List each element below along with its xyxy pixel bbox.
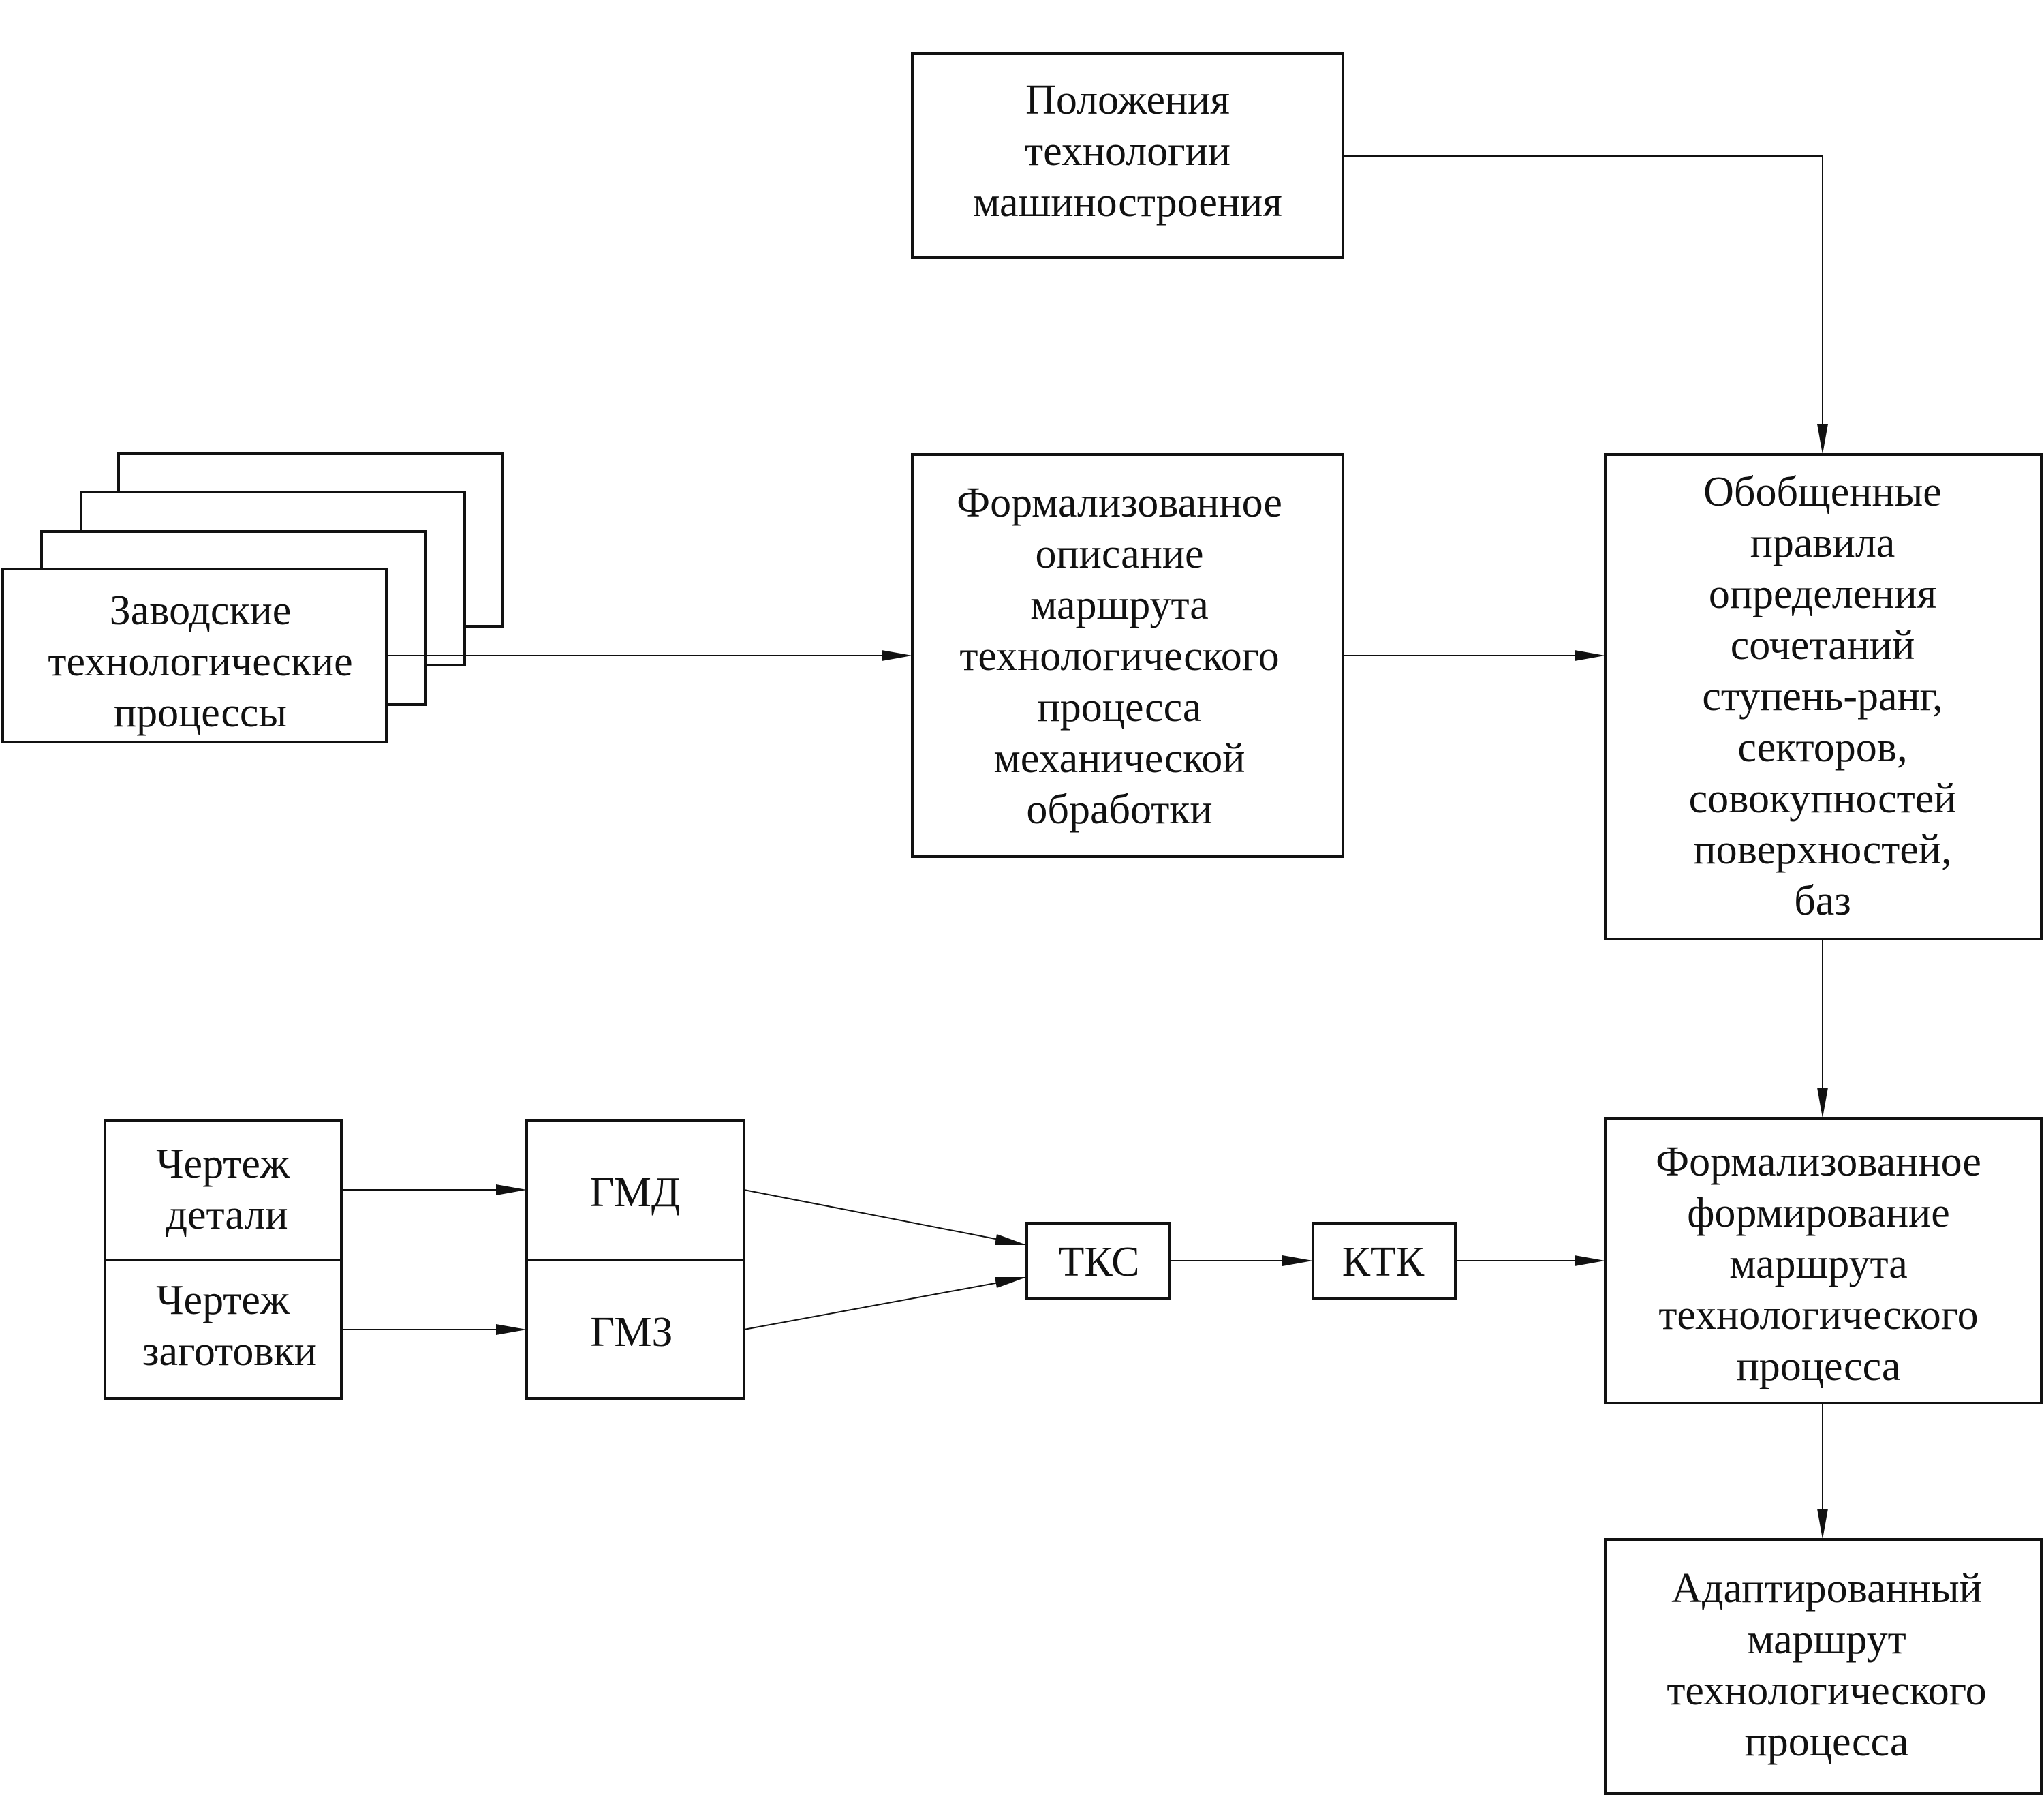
generalized-rules-node: Обобщенные правила определения сочетаний… <box>1604 453 2043 940</box>
formal-formation-line-3: маршрута <box>1729 1241 1908 1287</box>
formal-description-line-5: процесса <box>1038 684 1202 731</box>
arrowhead <box>1817 1088 1828 1118</box>
plant-processes-stack: Заводские технологические процессы <box>1 452 504 743</box>
generalized-rules-line-8: поверхностей, <box>1693 827 1951 873</box>
generalized-rules-line-4: сочетаний <box>1731 622 1915 669</box>
generalized-rules-line-6: секторов, <box>1737 724 1907 771</box>
tks-node: ТКС <box>1025 1222 1171 1300</box>
formal-formation-line-4: технологического <box>1658 1292 1978 1338</box>
tks-label: ТКС <box>1058 1239 1139 1285</box>
arrowhead <box>1575 1255 1605 1266</box>
blank-drawing-line-2: заготовки <box>142 1328 317 1374</box>
generalized-rules-line-1: Обобщенные <box>1703 469 1942 515</box>
adapted-route-node: Адаптированный маршрут технологического … <box>1604 1538 2043 1795</box>
adapted-route-line-1: Адаптированный <box>1671 1565 1982 1612</box>
formal-description-line-3: маршрута <box>1030 582 1209 628</box>
formal-formation-node: Формализованное формирование маршрута те… <box>1604 1117 2043 1404</box>
connector-gmd-to-tks <box>743 1189 1000 1240</box>
gmd-label: ГМД <box>590 1169 680 1216</box>
engineering-principles-line-2: технологии <box>1025 128 1230 174</box>
engineering-principles-line-3: машиностроения <box>973 179 1282 226</box>
part-drawing-line-1: Чертеж <box>156 1141 290 1187</box>
generalized-rules-line-7: совокупностей <box>1689 775 1957 822</box>
generalized-rules-line-3: определения <box>1709 571 1936 617</box>
plant-processes-line-3: процессы <box>114 690 287 736</box>
gm-node: ГМД ГМЗ <box>525 1119 745 1400</box>
formal-description-line-4: технологического <box>959 633 1279 679</box>
formal-description-line-1: Формализованное <box>957 480 1282 526</box>
formal-description-line-6: механической <box>994 735 1245 782</box>
adapted-route-line-3: технологического <box>1667 1668 1986 1714</box>
arrowhead <box>882 650 912 661</box>
formal-description-line-7: обработки <box>1026 786 1212 833</box>
connector-principles-to-rules <box>1343 155 1823 426</box>
arrowhead <box>1282 1255 1313 1266</box>
generalized-rules-line-2: правила <box>1750 520 1895 566</box>
adapted-route-line-4: процесса <box>1745 1719 1909 1765</box>
blank-drawing-line-1: Чертеж <box>156 1277 290 1323</box>
arrowhead <box>995 1277 1027 1288</box>
generalized-rules-line-9: баз <box>1794 878 1851 924</box>
arrowhead <box>995 1234 1027 1245</box>
arrowhead <box>496 1184 527 1195</box>
formal-description-line-2: описание <box>1035 531 1203 577</box>
engineering-principles-node: Положения технологии машиностроения <box>911 52 1344 259</box>
ktk-node: КТК <box>1312 1222 1457 1300</box>
arrowhead <box>1817 424 1828 455</box>
adapted-route-line-2: маршрут <box>1747 1616 1906 1663</box>
formal-formation-line-2: формирование <box>1687 1190 1950 1236</box>
engineering-principles-line-1: Положения <box>1025 77 1230 123</box>
gmz-label: ГМЗ <box>590 1309 672 1355</box>
arrowhead <box>1817 1509 1828 1539</box>
plant-processes-node <box>1 568 388 743</box>
drawings-node: Чертеж детали Чертеж заготовки <box>104 1119 343 1400</box>
formal-description-node: Формализованное описание маршрута технол… <box>911 453 1344 858</box>
formal-formation-line-5: процесса <box>1737 1343 1901 1389</box>
part-drawing-line-2: детали <box>166 1192 288 1238</box>
connector-gmz-to-tks <box>743 1282 1000 1330</box>
arrowhead <box>1575 650 1605 661</box>
plant-processes-line-2: технологические <box>48 639 352 685</box>
generalized-rules-line-5: ступень-ранг, <box>1702 673 1942 720</box>
plant-processes-line-1: Заводские <box>110 587 292 634</box>
arrowhead <box>496 1324 527 1335</box>
formal-formation-line-1: Формализованное <box>1656 1139 1981 1185</box>
ktk-label: КТК <box>1342 1239 1425 1285</box>
